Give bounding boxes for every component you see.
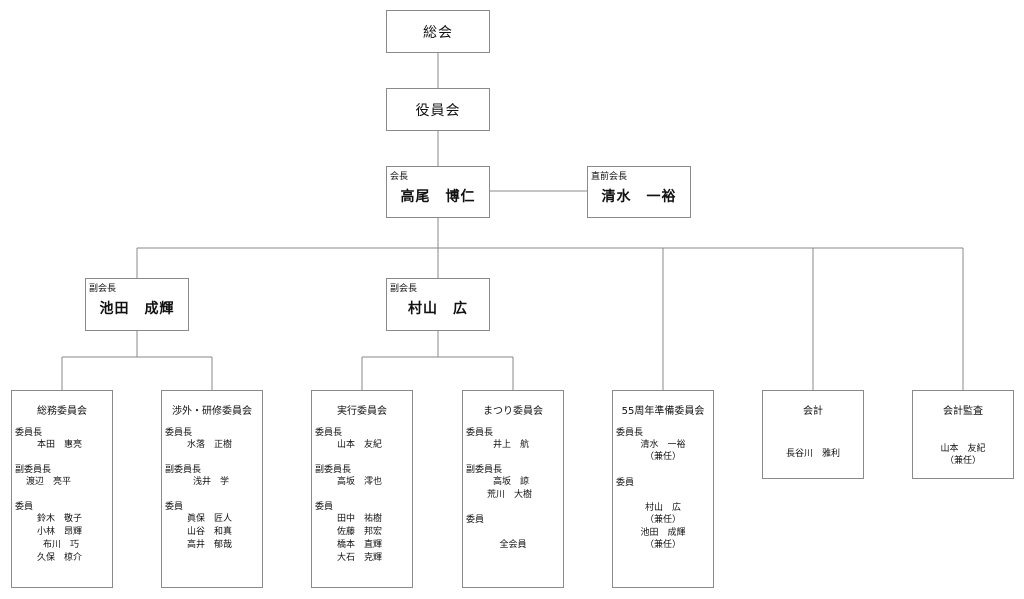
shogai-member-label: 委員 [165,502,184,512]
kaikei-title: 会計 [803,406,823,417]
kaikei-box: 会計 長谷川 雅利 [762,390,864,479]
shogai-chair-name: 水落 正樹 [187,440,233,450]
jikko-chair-name: 山本 友紀 [337,440,383,450]
kansa-name: 山本 友紀 [940,444,986,454]
anniv55-chair-label: 委員長 [616,428,644,438]
kansa-note: （兼任） [944,456,981,466]
former-chair-box: 直前会長 清水 一裕 [587,166,691,218]
soumu-chair-name: 本田 惠亮 [37,440,83,450]
soumu-member: 久保 椋介 [37,553,83,563]
soumu-member: 小林 昂輝 [37,527,83,537]
jikko-title: 実行委員会 [337,406,387,417]
former-chair-role: 直前会長 [591,172,628,182]
shogai-member: 眞保 匠人 [187,514,233,524]
matsuri-title: まつり委員会 [483,406,543,417]
shogai-title: 渉外・研修委員会 [172,406,252,417]
soumu-vice-name: 渡辺 亮平 [26,477,72,487]
shogai-chair-label: 委員長 [165,428,193,438]
soumu-vice-label: 副委員長 [15,465,52,475]
vice-chair-2-box: 副会長 村山 広 [386,278,490,331]
soukai-box: 総会 [386,10,490,53]
anniv55-member-note: （兼任） [644,515,681,525]
yakuinkai-label: 役員会 [415,102,461,119]
soumu-member: 布川 巧 [43,540,80,550]
anniv55-committee-box: 55周年準備委員会 委員長 清水 一裕 （兼任） 委員 村山 広 （兼任） 池田… [612,390,714,588]
vice-chair-1-box: 副会長 池田 成輝 [85,278,189,331]
matsuri-chair-name: 井上 航 [493,440,530,450]
anniv55-member: 村山 広 [644,503,681,513]
jikko-committee-box: 実行委員会 委員長 山本 友紀 副委員長 高坂 澪也 委員 田中 祐樹 佐藤 邦… [311,390,413,588]
matsuri-members: 全会員 [499,540,527,550]
chair-role: 会長 [390,172,409,182]
vice-chair-1-role: 副会長 [89,284,117,294]
yakuinkai-box: 役員会 [386,88,490,131]
vice-chair-2-role: 副会長 [390,284,418,294]
kansa-box: 会計監査 山本 友紀 （兼任） [912,390,1014,479]
soumu-committee-box: 総務委員会 委員長 本田 惠亮 副委員長 渡辺 亮平 委員 鈴木 敬子 小林 昂… [11,390,113,588]
jikko-vice-name: 高坂 澪也 [337,477,383,487]
anniv55-chair-name: 清水 一裕 [640,440,686,450]
chair-name: 高尾 博仁 [400,189,476,205]
matsuri-vice-label: 副委員長 [466,465,503,475]
jikko-member-label: 委員 [315,502,334,512]
matsuri-vice-name: 高坂 諒 [493,477,530,487]
matsuri-member-label: 委員 [466,515,485,525]
vice-chair-1-name: 池田 成輝 [99,301,175,317]
chair-box: 会長 高尾 博仁 [386,166,490,218]
jikko-member: 田中 祐樹 [337,514,383,524]
shogai-member: 山谷 和真 [187,527,233,537]
jikko-member: 佐藤 邦宏 [337,527,383,537]
matsuri-chair-label: 委員長 [466,428,494,438]
shogai-member: 高井 郁哉 [187,540,233,550]
kansa-title: 会計監査 [943,406,983,417]
anniv55-title: 55周年準備委員会 [621,406,705,417]
soukai-label: 総会 [423,24,453,41]
kaikei-name: 長谷川 雅利 [785,449,840,459]
jikko-member: 大石 克輝 [337,553,383,563]
jikko-member: 橋本 直輝 [337,540,383,550]
anniv55-member-note: （兼任） [644,540,681,550]
shogai-committee-box: 渉外・研修委員会 委員長 水落 正樹 副委員長 浅井 学 委員 眞保 匠人 山谷… [161,390,263,588]
matsuri-vice-name: 荒川 大樹 [487,490,533,500]
shogai-vice-label: 副委員長 [165,465,202,475]
shogai-vice-name: 浅井 学 [193,477,230,487]
former-chair-name: 清水 一裕 [601,189,677,205]
matsuri-committee-box: まつり委員会 委員長 井上 航 副委員長 高坂 諒 荒川 大樹 委員 全会員 [462,390,564,588]
jikko-vice-label: 副委員長 [315,465,352,475]
soumu-title: 総務委員会 [37,406,87,417]
soumu-member: 鈴木 敬子 [37,514,83,524]
anniv55-member: 池田 成輝 [640,528,686,538]
jikko-chair-label: 委員長 [315,428,343,438]
vice-chair-2-name: 村山 広 [408,301,468,317]
soumu-chair-label: 委員長 [15,428,43,438]
anniv55-chair-note: （兼任） [644,452,681,462]
anniv55-member-label: 委員 [616,478,635,488]
soumu-member-label: 委員 [15,502,34,512]
